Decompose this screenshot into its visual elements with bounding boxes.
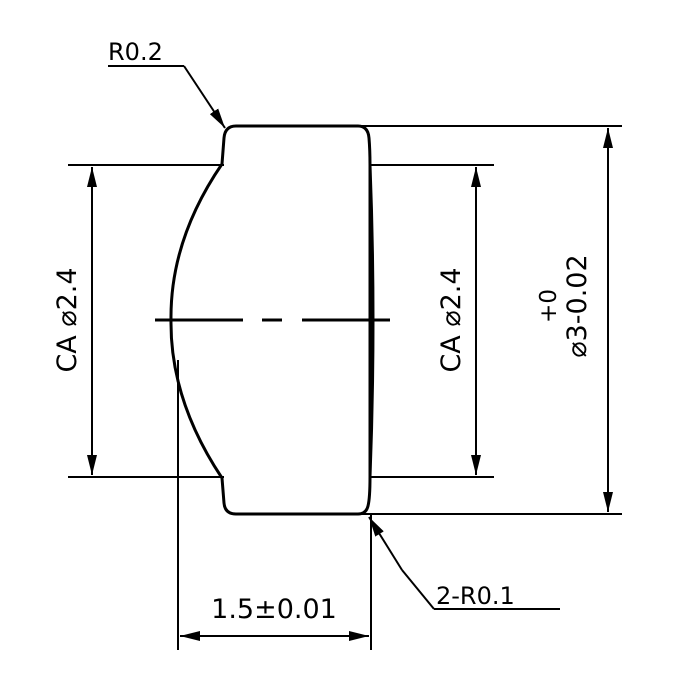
right-clear-aperture-label: CA ⌀2.4	[436, 267, 467, 372]
extension-lines	[68, 125, 622, 650]
left-clear-aperture-label: CA ⌀2.4	[52, 267, 83, 372]
lens-outline	[169, 124, 372, 516]
outer-diameter-upper-tolerance: +0	[536, 289, 562, 323]
outer-diameter-label: ⌀3-0.02	[562, 254, 593, 357]
bottom-radius-label: 2-R0.1	[436, 582, 515, 610]
bottom-radius-leader	[368, 516, 560, 610]
top-radius-label: R0.2	[108, 38, 163, 66]
dimension-lines	[87, 128, 613, 641]
top-radius-leader	[108, 65, 226, 129]
thickness-label: 1.5±0.01	[211, 594, 337, 625]
